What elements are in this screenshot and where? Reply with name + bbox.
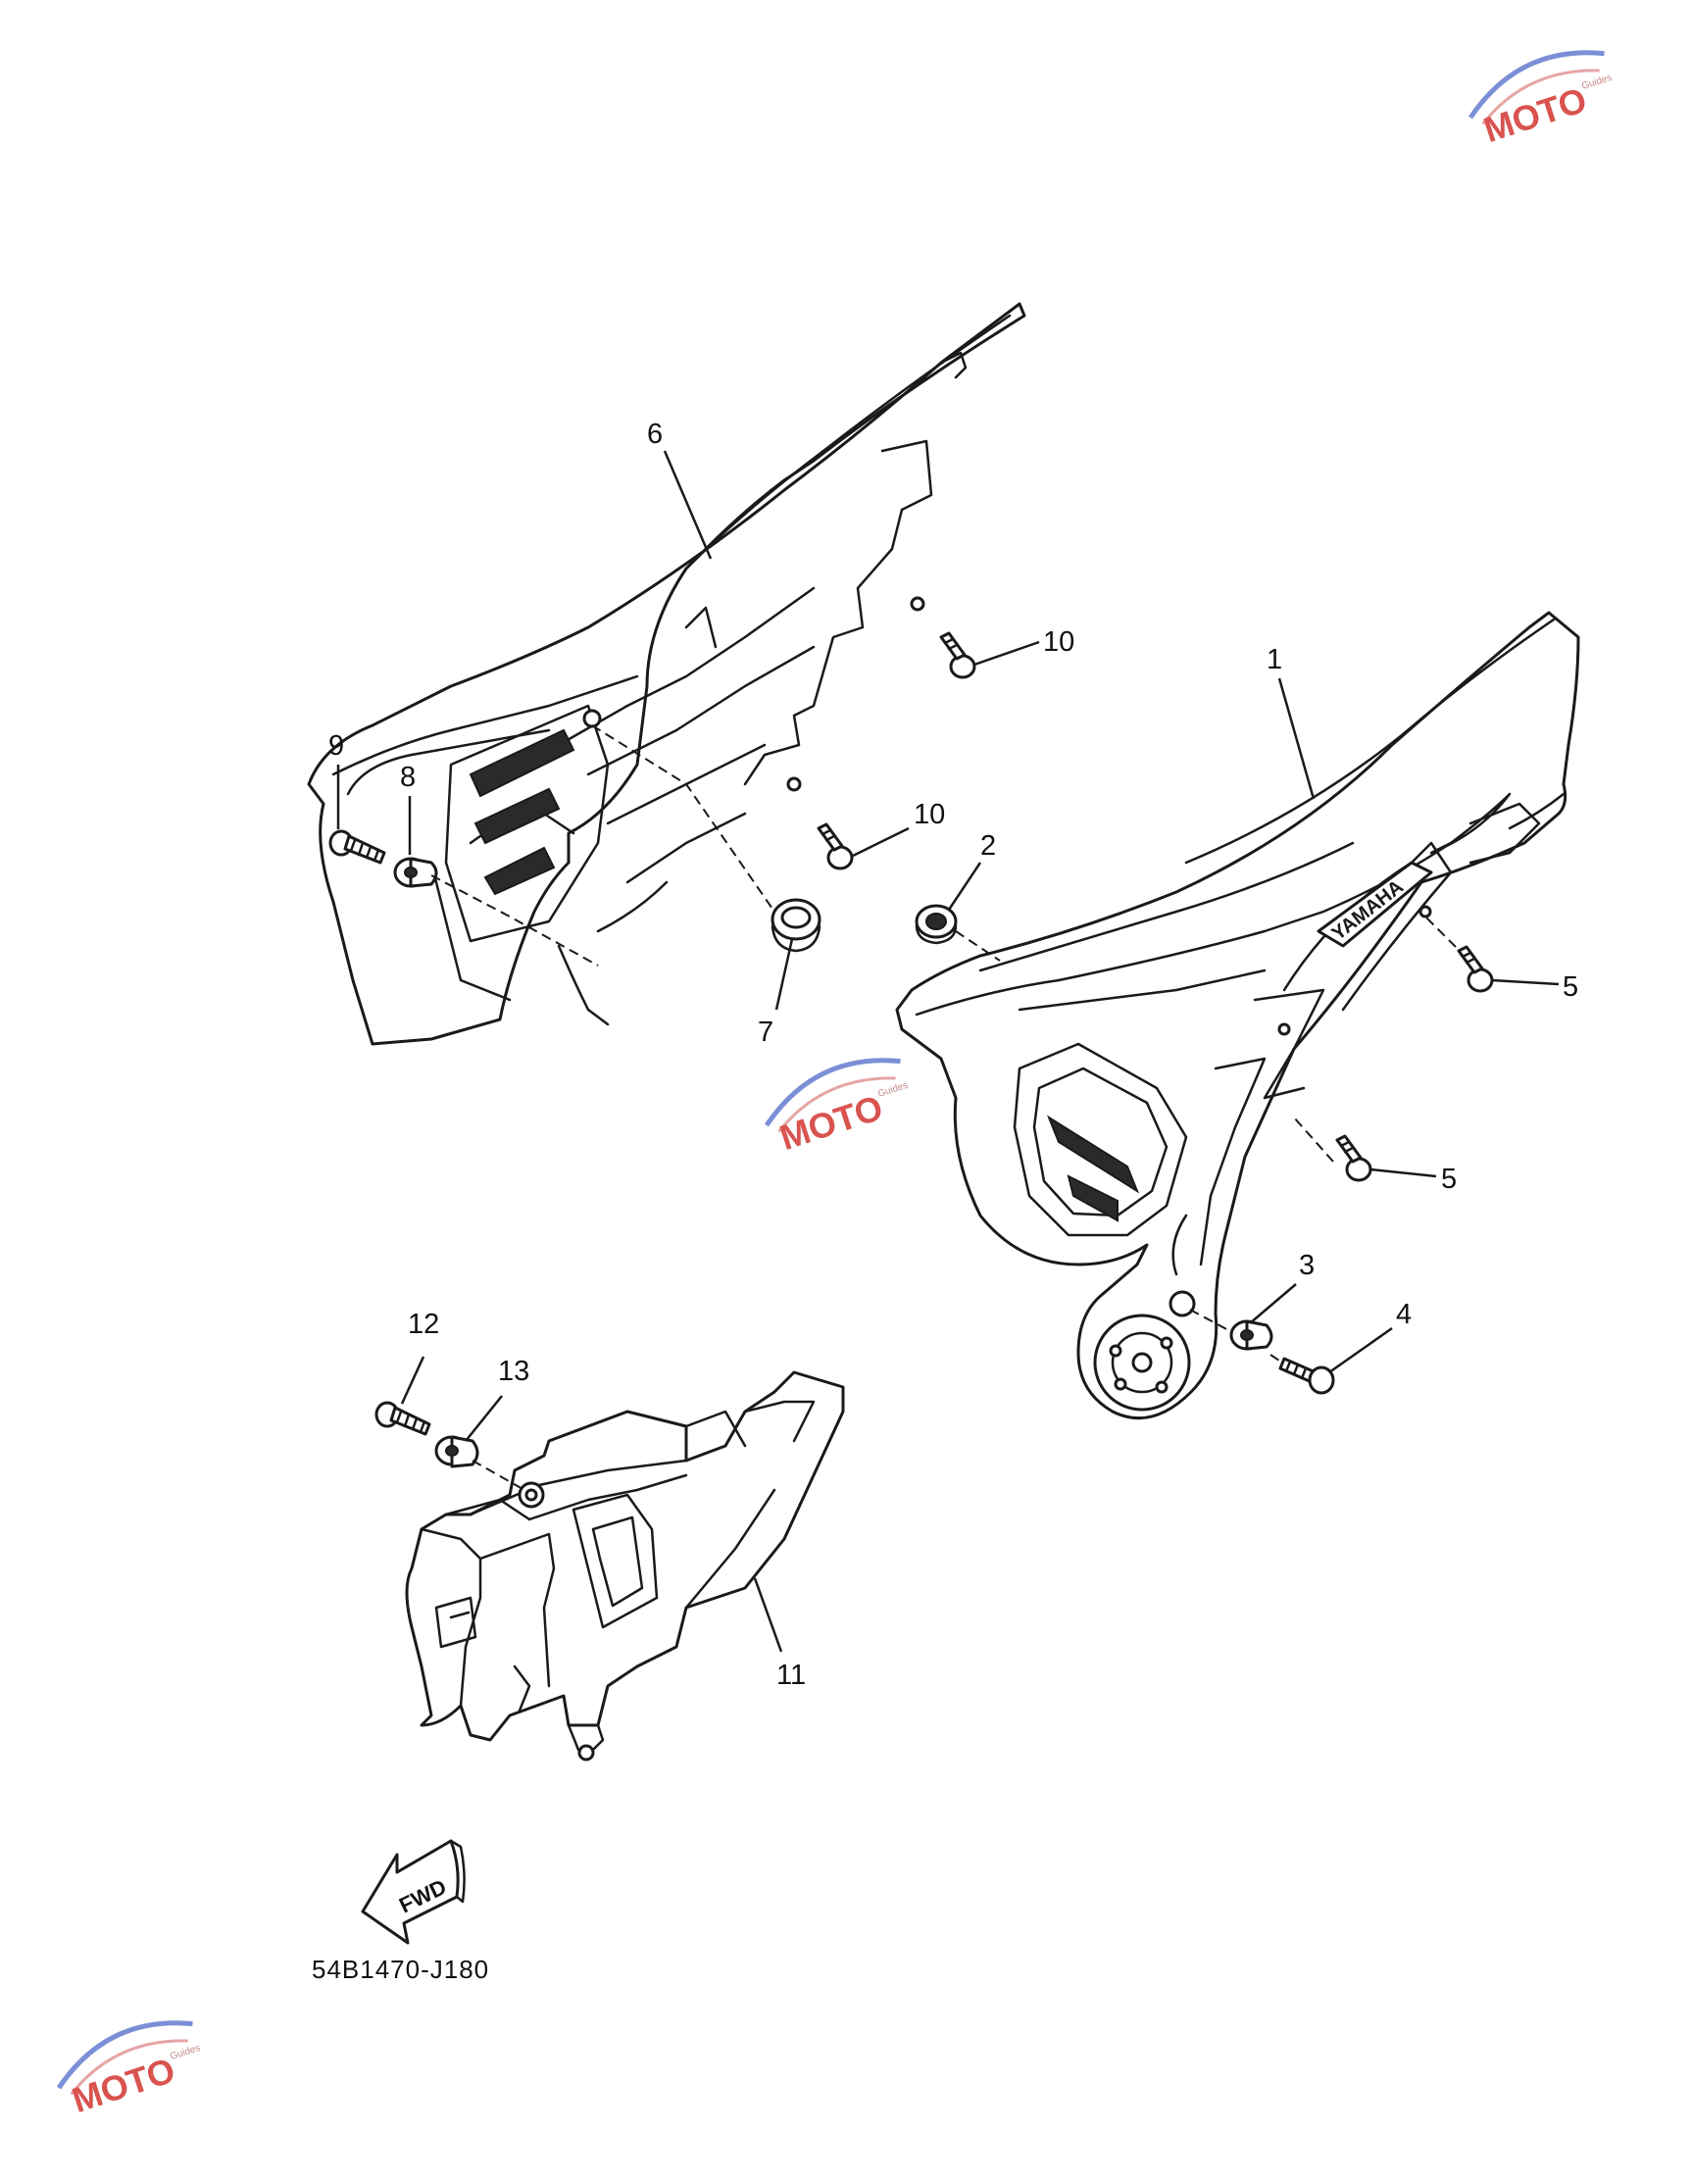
callout-4: 4 [1396,1299,1412,1330]
callout-8: 8 [400,762,416,793]
callout-1: 1 [1267,644,1282,675]
part-8-collar [393,857,438,888]
diagram-code: 54B1470-J180 [312,1955,489,1984]
part-5-screw-lower [1335,1134,1372,1182]
callout-10-lower: 10 [914,799,945,830]
callout-6: 6 [647,419,663,450]
part-12-bolt [374,1401,431,1436]
watermark-center: MOTO Guides [764,1058,910,1158]
part-4-bolt [1278,1357,1335,1395]
part-6-left-side-cover [307,302,1026,1046]
watermark-logo-subtext: Guides [876,1080,910,1100]
watermark-bottom-left: MOTO Guides [56,2020,202,2120]
part-10-screw-lower [817,822,854,870]
callout-11: 11 [776,1660,806,1691]
part-9-bolt [328,829,386,865]
leader-lines [336,450,1560,1653]
part-5-screw-upper [1457,945,1494,993]
part-3-collar [1229,1319,1273,1351]
callout-7: 7 [758,1017,773,1048]
watermark-top-right: MOTO Guides [1467,50,1614,150]
part-7-grommet [771,898,821,953]
callout-10-upper: 10 [1043,626,1074,658]
callout-2: 2 [980,830,996,862]
callout-13: 13 [498,1356,529,1387]
watermark-logo-subtext: Guides [1580,73,1614,92]
part-13-collar [434,1435,479,1468]
watermark-logo-subtext: Guides [169,2043,202,2062]
callout-9: 9 [328,730,344,762]
callout-5-lower: 5 [1441,1164,1457,1195]
part-1-right-side-cover: YAMAHA [895,611,1580,1420]
part-2-grommet [915,904,958,945]
part-10-screw-upper [939,631,976,679]
callout-5-upper: 5 [1563,971,1578,1003]
callout-12: 12 [408,1309,439,1340]
callout-numbers: 1 2 3 4 5 5 6 7 8 9 10 10 11 12 13 [328,419,1578,1691]
part-11-case [405,1370,845,1762]
fwd-arrow: FWD [361,1839,466,1945]
callout-3: 3 [1299,1250,1315,1281]
assembly-lines [430,724,1457,1491]
